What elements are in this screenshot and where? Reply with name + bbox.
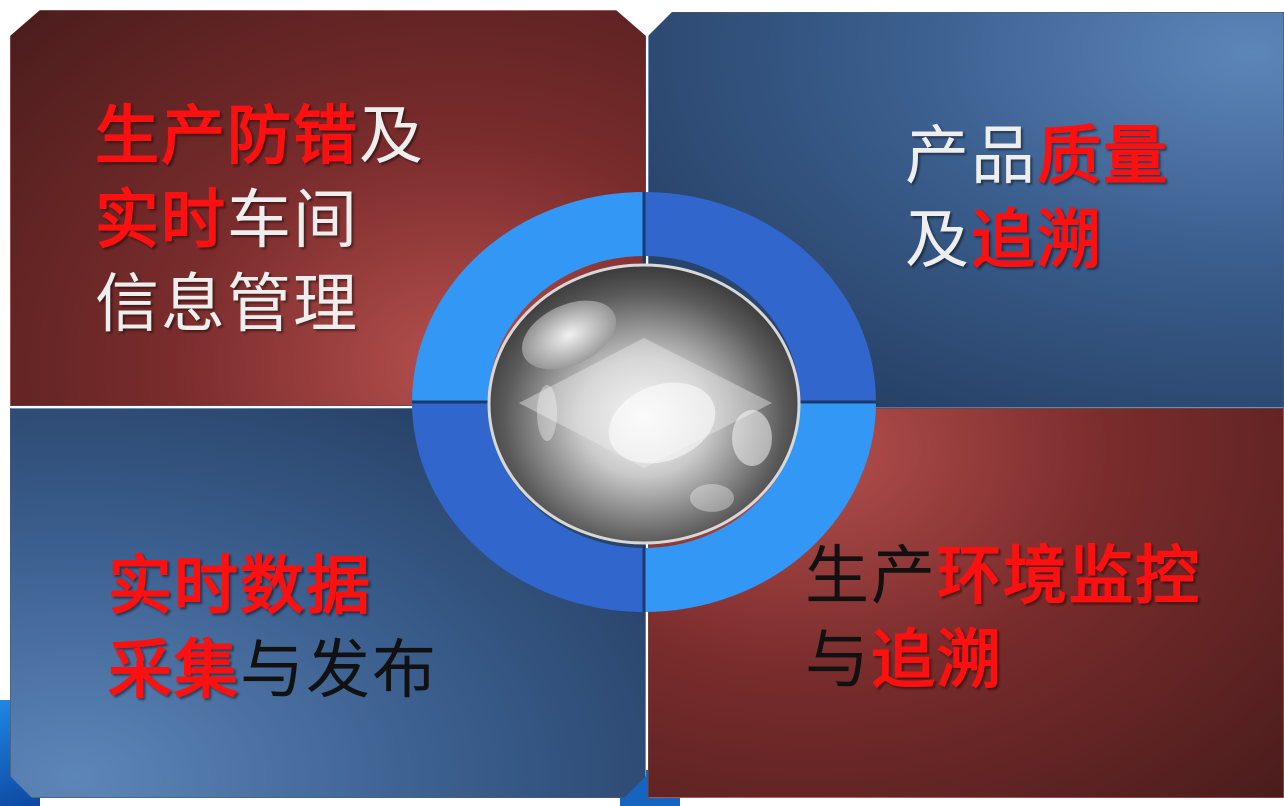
label-top-left: 生产防错及 实时车间 信息管理 [95, 95, 425, 347]
label-segment: 与发布 [240, 634, 438, 708]
label-segment: 实时数据 [108, 550, 372, 624]
panel-bottom-right [648, 408, 1284, 798]
label-top-right: 产品质量 及追溯 [905, 115, 1169, 283]
ring-segment-top-right [644, 192, 876, 402]
center-ring [412, 192, 876, 612]
label-segment: 生产防错 [95, 100, 359, 174]
label-line: 信息管理 [95, 263, 425, 347]
label-segment: 环境监控 [937, 540, 1201, 614]
label-segment: 车间 [227, 184, 359, 258]
label-line: 实时车间 [95, 179, 425, 263]
label-segment: 产品 [905, 120, 1037, 194]
label-segment: 追溯 [971, 204, 1103, 278]
label-segment: 及 [905, 204, 971, 278]
ring-segment-bottom-left [412, 402, 644, 612]
ring-segment-bottom-right [644, 402, 876, 612]
label-segment: 与 [805, 624, 871, 698]
label-bottom-left: 实时数据 采集与发布 [108, 545, 438, 713]
label-segment: 生产 [805, 540, 937, 614]
label-segment: 实时 [95, 184, 227, 258]
center-orb-icon [487, 263, 801, 545]
label-line: 产品质量 [905, 115, 1169, 199]
label-line: 实时数据 [108, 545, 438, 629]
label-line: 生产环境监控 [805, 535, 1201, 619]
label-segment: 信息管理 [95, 268, 359, 342]
label-segment: 及 [359, 100, 425, 174]
label-segment: 质量 [1037, 120, 1169, 194]
label-segment: 采集 [108, 634, 240, 708]
label-line: 与追溯 [805, 619, 1201, 703]
label-bottom-right: 生产环境监控 与追溯 [805, 535, 1201, 703]
label-segment: 追溯 [871, 624, 1003, 698]
label-line: 生产防错及 [95, 95, 425, 179]
ring-segment-top-left [412, 192, 644, 402]
label-line: 采集与发布 [108, 629, 438, 713]
label-line: 及追溯 [905, 199, 1169, 283]
